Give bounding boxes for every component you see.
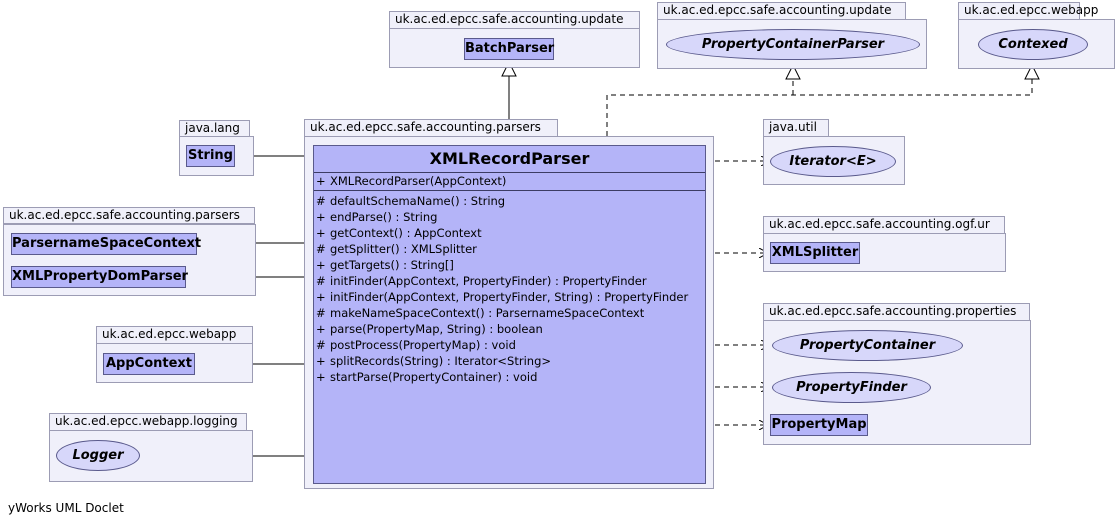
member-signature: getSplitter() : XMLSplitter [330,242,477,256]
class-xmlpropertydomparser[interactable]: XMLPropertyDomParser [11,266,188,288]
member-signature: initFinder(AppContext, PropertyFinder, S… [330,290,689,304]
interface-propertycontainer[interactable]: PropertyContainer [772,330,963,361]
visibility-marker: + [316,210,326,224]
inheritance-triangle [501,60,517,77]
class-appcontext[interactable]: AppContext [103,353,195,375]
visibility-marker: # [316,194,326,208]
member-signature: postProcess(PropertyMap) : void [330,338,516,352]
visibility-marker: + [316,370,326,384]
method-row[interactable]: + initFinder(AppContext, PropertyFinder, … [314,289,705,305]
visibility-marker: + [316,322,326,336]
divider [314,172,705,173]
member-signature: splitRecords(String) : Iterator<String> [330,354,552,368]
package-tab-webapp: uk.ac.ed.epcc.webapp [958,2,1098,20]
package-tab-webapp: uk.ac.ed.epcc.webapp [96,326,253,344]
member-signature: getContext() : AppContext [330,226,482,240]
inheritance-triangle [785,63,801,80]
visibility-marker: # [316,274,326,288]
interface-logger[interactable]: Logger [56,440,140,471]
visibility-marker: + [316,174,326,188]
method-row[interactable]: # getSplitter() : XMLSplitter [314,241,705,257]
method-row[interactable]: # postProcess(PropertyMap) : void [314,337,705,353]
package-tab-parsers: uk.ac.ed.epcc.safe.accounting.parsers [304,119,558,137]
package-tab-update: uk.ac.ed.epcc.safe.accounting.update [657,2,906,20]
visibility-marker: # [316,338,326,352]
footer-credit: yWorks UML Doclet [8,501,124,515]
member-signature: endParse() : String [330,210,438,224]
method-row[interactable]: + getContext() : AppContext [314,225,705,241]
divider [314,190,705,191]
member-signature: defaultSchemaName() : String [330,194,506,208]
package-tab-parsers: uk.ac.ed.epcc.safe.accounting.parsers [3,207,255,224]
class-string[interactable]: String [186,145,235,167]
member-signature: getTargets() : String[] [330,258,454,272]
interface-iterator[interactable]: Iterator<E> [770,146,896,177]
constructor-row[interactable]: + XMLRecordParser(AppContext) [314,173,705,189]
inheritance-triangle [1024,63,1040,80]
package-tab-logging: uk.ac.ed.epcc.webapp.logging [49,413,247,431]
visibility-marker: + [316,258,326,272]
interface-contexed[interactable]: Contexed [978,29,1088,60]
member-signature: initFinder(AppContext, PropertyFinder) :… [330,274,647,288]
member-signature: startParse(PropertyContainer) : void [330,370,538,384]
visibility-marker: # [316,306,326,320]
method-row[interactable]: + parse(PropertyMap, String) : boolean [314,321,705,337]
class-name: XMLRecordParser [429,149,590,168]
method-row[interactable]: + getTargets() : String[] [314,257,705,273]
class-xmlsplitter[interactable]: XMLSplitter [770,242,860,264]
method-list: # defaultSchemaName() : String + endParse()… [314,191,705,385]
package-tab-java-lang: java.lang [179,120,250,137]
method-row[interactable]: # defaultSchemaName() : String [314,193,705,209]
method-row[interactable]: + splitRecords(String) : Iterator<String> [314,353,705,369]
class-batchparser[interactable]: BatchParser [464,38,554,60]
method-row[interactable]: # makeNameSpaceContext() : ParsernameSpac… [314,305,705,321]
constructor-list: + XMLRecordParser(AppContext) [314,173,705,190]
class-propertymap[interactable]: PropertyMap [770,414,868,436]
package-tab-update: uk.ac.ed.epcc.safe.accounting.update [389,11,640,29]
visibility-marker: + [316,226,326,240]
package-tab-java-util: java.util [763,119,829,137]
class-parsernamespacecontext[interactable]: ParsernameSpaceContext [11,233,201,255]
interface-propertyfinder[interactable]: PropertyFinder [772,372,931,403]
implements-edge [606,79,1033,145]
class-xmlrecordparser[interactable]: XMLRecordParser + XMLRecordParser(AppCont… [313,145,706,484]
member-signature: XMLRecordParser(AppContext) [330,174,507,188]
interface-propertycontainerparser[interactable]: PropertyContainerParser [666,29,920,60]
package-tab-properties: uk.ac.ed.epcc.safe.accounting.properties [763,303,1030,321]
method-row[interactable]: + startParse(PropertyContainer) : void [314,369,705,385]
method-row[interactable]: + endParse() : String [314,209,705,225]
method-row[interactable]: # initFinder(AppContext, PropertyFinder) … [314,273,705,289]
visibility-marker: # [316,242,326,256]
package-tab-ogf-ur: uk.ac.ed.epcc.safe.accounting.ogf.ur [763,216,1005,234]
member-signature: parse(PropertyMap, String) : boolean [330,322,543,336]
member-signature: makeNameSpaceContext() : ParsernameSpace… [330,306,645,320]
visibility-marker: + [316,354,326,368]
visibility-marker: + [316,290,326,304]
